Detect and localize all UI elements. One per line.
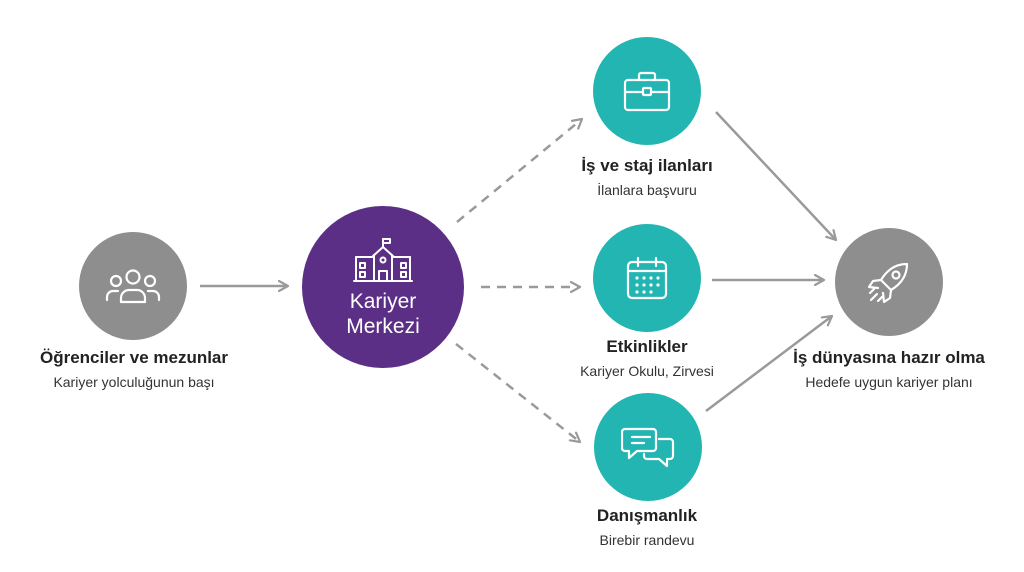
caption-jobs: İş ve staj ilanları İlanlara başvuru xyxy=(527,155,767,200)
briefcase-icon xyxy=(622,70,672,112)
arrow-center-to-jobs xyxy=(456,119,582,223)
node-students xyxy=(79,232,187,340)
events-subtitle: Kariyer Okulu, Zirvesi xyxy=(580,363,714,379)
jobs-title: İş ve staj ilanları xyxy=(581,156,713,175)
node-career-center: Kariyer Merkezi xyxy=(302,206,464,368)
caption-students: Öğrenciler ve mezunlar Kariyer yolculuğu… xyxy=(14,347,254,392)
counsel-subtitle: Birebir randevu xyxy=(599,532,695,548)
arrow-center-to-counsel xyxy=(455,343,580,442)
caption-ready: İş dünyasına hazır olma Hedefe uygun kar… xyxy=(769,347,1009,392)
counsel-title: Danışmanlık xyxy=(596,506,698,525)
events-title: Etkinlikler xyxy=(606,337,688,356)
node-jobs xyxy=(593,37,701,145)
arrow-jobs-to-ready xyxy=(715,111,836,240)
node-ready xyxy=(835,228,943,336)
chat-bubbles-icon xyxy=(621,424,675,470)
ready-subtitle: Hedefe uygun kariyer planı xyxy=(805,374,973,390)
caption-counsel: Danışmanlık Birebir randevu xyxy=(527,505,767,550)
arrow-counsel-to-ready xyxy=(705,316,832,412)
jobs-subtitle: İlanlara başvuru xyxy=(597,182,697,198)
students-title: Öğrenciler ve mezunlar xyxy=(39,348,229,367)
career-center-label-line1: Kariyer xyxy=(349,290,417,313)
ready-title: İş dünyasına hazır olma xyxy=(793,348,985,367)
career-center-label: Kariyer Merkezi xyxy=(346,289,420,339)
career-center-label-line2: Merkezi xyxy=(346,315,420,338)
node-events xyxy=(593,224,701,332)
node-counsel xyxy=(594,393,702,501)
caption-events: Etkinlikler Kariyer Okulu, Zirvesi xyxy=(527,336,767,381)
school-building-icon xyxy=(352,235,414,283)
calendar-icon xyxy=(624,255,670,301)
students-subtitle: Kariyer yolculuğunun başı xyxy=(53,374,215,390)
users-group-icon xyxy=(105,266,161,306)
rocket-icon xyxy=(865,258,913,306)
